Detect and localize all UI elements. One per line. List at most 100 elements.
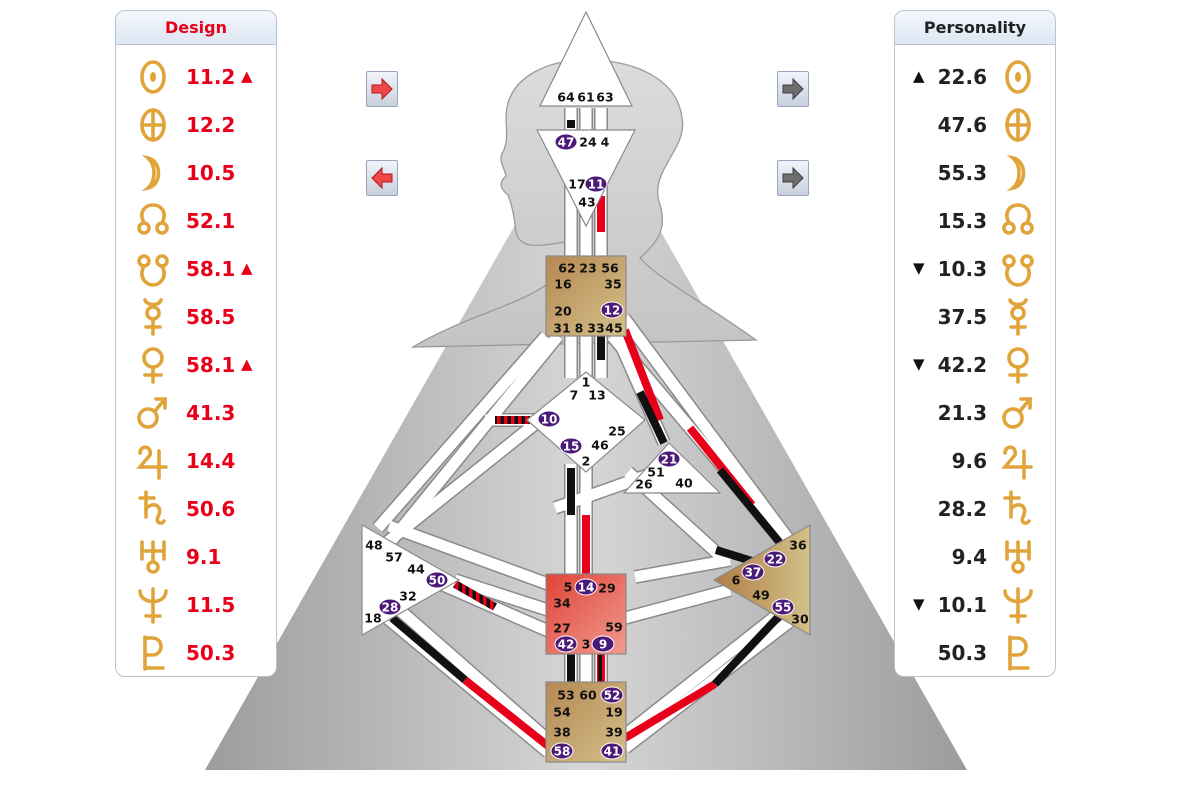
heart-center xyxy=(622,442,722,494)
personality-row: 37.5 xyxy=(895,293,1055,341)
design-row: 52.1 xyxy=(116,197,276,245)
gate-number: 15 xyxy=(563,440,580,454)
personality-next-button[interactable] xyxy=(777,71,809,107)
north-node-icon xyxy=(1002,203,1034,235)
gate-number: 64 xyxy=(557,90,575,105)
planet-glyph xyxy=(132,537,174,577)
moon-icon xyxy=(141,154,161,192)
gate-number: 3 xyxy=(582,637,591,652)
planet-glyph xyxy=(132,345,174,385)
personality-row: 47.6 xyxy=(895,101,1055,149)
active-gate-badge xyxy=(591,635,615,653)
active-gate-badge xyxy=(425,571,449,589)
personality-gate-value: 50.3 xyxy=(937,641,987,665)
design-row: 58.5 xyxy=(116,293,276,341)
exalted-mark: ▲ xyxy=(241,355,253,373)
design-gate-value: 50.6 xyxy=(186,497,236,521)
planet-glyph xyxy=(132,105,174,145)
gate-number: 50 xyxy=(429,574,446,588)
planet-glyph xyxy=(132,201,174,241)
active-gate-badge xyxy=(657,450,681,468)
channel xyxy=(391,601,552,745)
design-gate-value: 12.2 xyxy=(186,113,236,137)
gate-number: 43 xyxy=(578,195,595,210)
gate-number: 44 xyxy=(407,562,425,577)
planet-glyph xyxy=(997,345,1039,385)
gate-number: 2 xyxy=(582,454,591,469)
design-row: 9.1 xyxy=(116,533,276,581)
channel-activation xyxy=(621,328,664,422)
planet-glyph xyxy=(132,153,174,193)
south-node-icon xyxy=(137,254,169,287)
gate-number: 48 xyxy=(365,538,382,553)
channel xyxy=(634,554,731,583)
design-row: 11.2▲ xyxy=(116,53,276,101)
gate-number: 29 xyxy=(598,581,615,596)
channel xyxy=(621,607,785,740)
gate-number: 52 xyxy=(604,689,621,703)
mars-icon xyxy=(1002,397,1032,429)
personality-row: 10.3▼ xyxy=(895,245,1055,293)
throat-center xyxy=(545,255,627,337)
gate-number: 61 xyxy=(577,90,594,105)
earth-icon xyxy=(140,108,166,142)
earth-icon xyxy=(1005,108,1031,142)
planet-glyph xyxy=(132,297,174,337)
planet-glyph xyxy=(132,57,174,97)
active-gate-badge xyxy=(600,301,624,319)
neptune-icon xyxy=(138,587,168,624)
jupiter-icon xyxy=(136,445,168,480)
design-row: 12.2 xyxy=(116,101,276,149)
personality-gate-value: 22.6 xyxy=(937,65,987,89)
channel xyxy=(453,574,550,616)
planet-glyph xyxy=(997,585,1039,625)
planet-glyph xyxy=(132,633,174,673)
gate-number: 56 xyxy=(601,261,619,276)
sun-icon xyxy=(1005,60,1031,94)
planet-glyph xyxy=(997,57,1039,97)
active-gate-badge xyxy=(574,578,598,596)
gate-number: 7 xyxy=(570,388,579,403)
arrow-right-icon xyxy=(371,77,393,101)
active-gate-badge xyxy=(554,635,578,653)
active-gate-badge xyxy=(550,742,574,760)
exalted-mark: ▲ xyxy=(241,259,253,277)
gate-number: 9 xyxy=(599,638,607,652)
personality-gate-value: 37.5 xyxy=(937,305,987,329)
saturn-icon xyxy=(1003,490,1031,525)
gate-number: 25 xyxy=(608,424,625,439)
personality-row: 21.3 xyxy=(895,389,1055,437)
gate-number: 18 xyxy=(364,611,381,626)
design-gate-value: 10.5 xyxy=(186,161,236,185)
gate-number: 45 xyxy=(605,321,622,336)
design-row: 11.5 xyxy=(116,581,276,629)
planet-glyph xyxy=(132,489,174,529)
design-next-button[interactable] xyxy=(366,71,398,107)
gate-number: 47 xyxy=(558,136,575,150)
planet-glyph xyxy=(132,441,174,481)
personality-row: 15.3 xyxy=(895,197,1055,245)
gate-number: 28 xyxy=(382,601,399,615)
design-gate-value: 9.1 xyxy=(186,545,222,569)
gate-number: 24 xyxy=(579,135,597,150)
gate-number: 58 xyxy=(554,745,571,759)
personality-row: 42.2▼ xyxy=(895,341,1055,389)
gate-number: 32 xyxy=(399,589,416,604)
personality-gate-value: 9.6 xyxy=(951,449,987,473)
active-gate-badge xyxy=(771,598,795,616)
gate-number: 31 xyxy=(553,321,570,336)
exalted-mark: ▲ xyxy=(913,67,925,85)
gate-number: 26 xyxy=(635,477,653,492)
detriment-mark: ▼ xyxy=(913,595,925,613)
personality-gate-value: 47.6 xyxy=(937,113,987,137)
exalted-mark: ▲ xyxy=(241,67,253,85)
personality-next-alt-button[interactable] xyxy=(777,160,809,196)
personality-row: 50.3 xyxy=(895,629,1055,676)
design-row: 58.1▲ xyxy=(116,341,276,389)
design-prev-button[interactable] xyxy=(366,160,398,196)
gate-number: 57 xyxy=(385,550,402,565)
uranus-icon xyxy=(140,540,166,574)
planet-glyph xyxy=(997,489,1039,529)
